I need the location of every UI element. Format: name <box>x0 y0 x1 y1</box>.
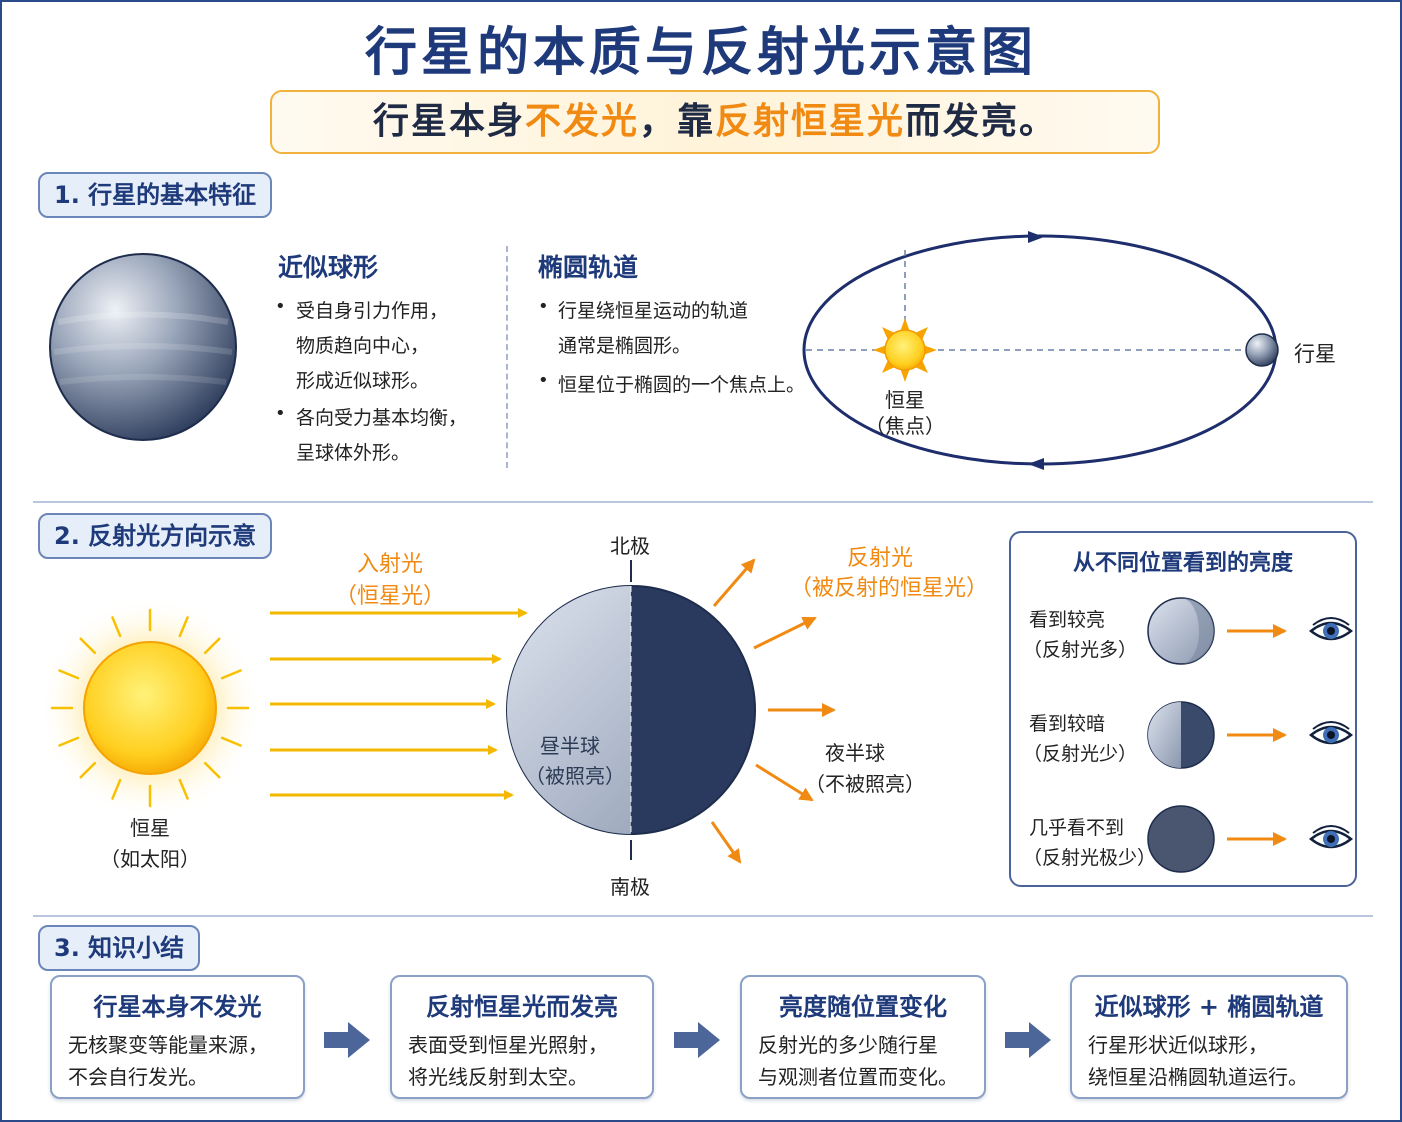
brightness-panel: 从不同位置看到的亮度 看到较亮 （反射光多） 看到较暗 （反射光少） 几乎看不到… <box>1009 531 1357 887</box>
orbit-focus-label: （焦点） <box>865 414 945 438</box>
section-divider <box>33 501 1373 503</box>
bullet-dot: • <box>275 403 286 424</box>
summary-line2: 将光线反射到太空。 <box>408 1065 588 1089</box>
summary-line1: 行星形状近似球形， <box>1088 1033 1268 1057</box>
summary-line1: 无核聚变等能量来源， <box>68 1033 268 1057</box>
summary-box-1: 行星本身不发光 无核聚变等能量来源， 不会自行发光。 <box>50 975 305 1099</box>
summary-line1: 表面受到恒星光照射， <box>408 1033 608 1057</box>
subtitle-banner: 行星本身不发光，靠反射恒星光而发亮。 <box>270 90 1160 154</box>
incident-rays <box>270 608 528 800</box>
panel-item3-line1: 几乎看不到 <box>1029 817 1125 839</box>
summary-title: 反射恒星光而发亮 <box>426 993 618 1021</box>
summary-line1: 反射光的多少随行星 <box>758 1033 938 1057</box>
shape-bullet1-line2: 物质趋向中心， <box>296 335 430 357</box>
summary-title: 近似球形 + 椭圆轨道 <box>1094 993 1324 1021</box>
shape-bullet1-line1: 受自身引力作用， <box>296 300 449 322</box>
elliptical-orbit-diagram <box>802 231 1279 470</box>
summary-box-3: 亮度随位置变化 反射光的多少随行星 与观测者位置而变化。 <box>740 975 986 1099</box>
reflection-diagram <box>270 558 836 864</box>
sun-ray <box>178 778 189 800</box>
orbit-bullet1-line1: 行星绕恒星运动的轨道 <box>558 300 749 322</box>
eye-icon <box>1308 721 1354 745</box>
summary-line2: 与观测者位置而变化。 <box>758 1065 958 1089</box>
subtitle-part2: ，靠 <box>638 101 715 142</box>
bullet-dot: • <box>538 370 549 391</box>
half-planet-icon <box>1147 701 1215 769</box>
panel-item2-line1: 看到较暗 <box>1029 713 1106 735</box>
bright-planet-icon <box>1147 597 1215 665</box>
summary-box-2: 反射恒星光而发亮 表面受到恒星光照射， 将光线反射到太空。 <box>390 975 654 1099</box>
orbit-bullet1-line2: 通常是椭圆形。 <box>558 335 692 357</box>
orbit-star-label: 恒星 <box>885 388 925 412</box>
shape-bullet1-line3: 形成近似球形。 <box>296 370 430 392</box>
orbit-planet-label: 行星 <box>1294 342 1336 366</box>
shape-bullet2-line1: 各向受力基本均衡， <box>296 407 468 429</box>
sun-ray <box>111 778 122 800</box>
reflected-rays <box>710 558 836 864</box>
column-divider <box>506 246 508 468</box>
incident-light-sublabel: （恒星光） <box>334 584 445 609</box>
subtitle-part3: 而发亮。 <box>905 101 1058 142</box>
summary-line2: 不会自行发光。 <box>68 1065 208 1089</box>
section3-label: 3. 知识小结 <box>38 925 201 971</box>
night-hemisphere-label: 夜半球 <box>825 741 885 765</box>
sun-label: 恒星 <box>130 816 170 840</box>
panel-item1-line2: （反射光多） <box>1023 639 1138 661</box>
summary-title: 行星本身不发光 <box>93 993 262 1021</box>
sun-ray <box>203 637 221 655</box>
summary-title: 亮度随位置变化 <box>779 993 947 1021</box>
eye-icon <box>1308 617 1354 641</box>
orbit-bullet2-line1: 恒星位于椭圆的一个焦点上。 <box>558 374 806 396</box>
shape-heading: 近似球形 <box>278 253 379 282</box>
subtitle-part1: 行星本身 <box>372 101 525 142</box>
flow-arrow-icon <box>1005 1022 1051 1058</box>
bullet-dot: • <box>275 296 286 317</box>
page-title: 行星的本质与反射光示意图 <box>364 23 1037 83</box>
orbit-heading: 椭圆轨道 <box>538 253 639 282</box>
summary-line2: 绕恒星沿椭圆轨道运行。 <box>1088 1065 1308 1089</box>
sun-ray <box>220 736 242 747</box>
sun-illustration <box>38 596 262 820</box>
sun-ray <box>58 736 80 747</box>
south-pole-label: 南极 <box>610 875 650 899</box>
bullet-dot: • <box>538 296 549 317</box>
summary-box-4: 近似球形 + 椭圆轨道 行星形状近似球形， 绕恒星沿椭圆轨道运行。 <box>1070 975 1348 1099</box>
section2-label: 2. 反射光方向示意 <box>38 513 273 559</box>
section1-label: 1. 行星的基本特征 <box>38 172 273 218</box>
sun-ray <box>178 616 189 638</box>
sun-ray <box>111 616 122 638</box>
orbit-planet-icon <box>1245 333 1279 367</box>
panel-graphics <box>1147 597 1354 873</box>
sun-ray <box>203 761 221 779</box>
night-hemisphere-sublabel: （不被照亮） <box>805 772 925 796</box>
sun-ray <box>58 669 80 680</box>
panel-title: 从不同位置看到的亮度 <box>1072 551 1293 576</box>
panel-item1-line1: 看到较亮 <box>1029 609 1106 631</box>
subtitle-highlight1: 不发光 <box>524 101 639 142</box>
flow-arrow-icon <box>324 1022 370 1058</box>
sun-ray <box>220 669 242 680</box>
day-hemisphere-label: 昼半球 <box>540 734 600 758</box>
flow-arrow-icon <box>674 1022 720 1058</box>
orbit-star-icon <box>873 318 937 382</box>
panel-item2-line2: （反射光少） <box>1023 743 1138 765</box>
subtitle-highlight2: 反射恒星光 <box>715 101 906 142</box>
north-pole-label: 北极 <box>610 534 650 558</box>
eye-icon <box>1308 825 1354 849</box>
sun-ray <box>79 761 97 779</box>
incident-light-label: 入射光 <box>356 552 423 577</box>
sun-sublabel: （如太阳） <box>100 847 200 871</box>
shape-bullet2-line2: 呈球体外形。 <box>296 442 411 464</box>
day-hemisphere-sublabel: （被照亮） <box>525 764 625 788</box>
sun-ray <box>79 637 97 655</box>
panel-item3-line2: （反射光极少） <box>1023 847 1157 869</box>
reflected-light-sublabel: （被反射的恒星光） <box>790 576 989 601</box>
dark-planet-icon <box>1147 805 1215 873</box>
eye-icon <box>1308 617 1354 849</box>
lit-planet <box>506 560 756 860</box>
reflected-light-label: 反射光 <box>846 546 913 571</box>
sphere-planet-illustration <box>49 253 237 441</box>
section-divider <box>33 915 1373 917</box>
